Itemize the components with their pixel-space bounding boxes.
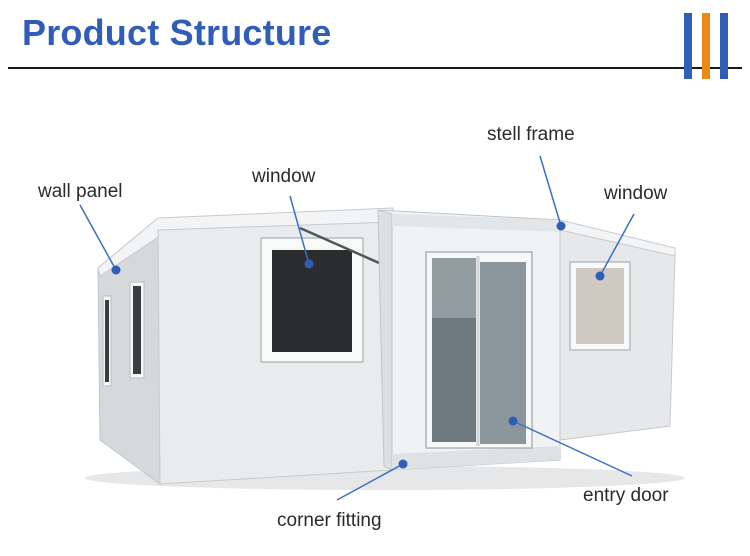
right-window-glass xyxy=(576,268,624,344)
pointer-line-corner-fitting xyxy=(336,463,404,501)
door-glass-right xyxy=(480,262,526,444)
pointer-line-wall-panel xyxy=(79,204,117,271)
pointer-line-window-left xyxy=(289,195,310,265)
label-wall-panel: wall panel xyxy=(38,181,123,202)
pointer-dot-stell-frame xyxy=(556,221,566,231)
accent-bar xyxy=(684,13,692,79)
window-strut xyxy=(299,226,387,268)
end-window-glass xyxy=(105,300,109,382)
door-glass-reflection xyxy=(432,258,476,318)
center-top-beam xyxy=(392,214,560,232)
end-window-glass xyxy=(133,286,141,374)
label-entry-door: entry door xyxy=(583,485,669,506)
label-stell-frame: stell frame xyxy=(487,124,575,145)
label-window-left: window xyxy=(252,166,316,187)
title-divider xyxy=(8,67,742,69)
callout-pointers xyxy=(79,155,635,501)
pointer-line-stell-frame xyxy=(539,155,562,227)
pointer-line-window-right xyxy=(599,213,635,277)
pointer-dot-corner-fitting xyxy=(398,459,408,469)
label-window-right: window xyxy=(604,183,668,204)
pointer-dot-window-right xyxy=(595,271,605,281)
accent-bar xyxy=(702,13,710,79)
pointer-line-entry-door xyxy=(512,420,633,477)
accent-bar xyxy=(720,13,728,79)
page-title: Product Structure xyxy=(22,12,332,53)
pointer-dot-window-left xyxy=(304,259,314,269)
accent-bars xyxy=(684,13,734,79)
center-bottom-beam xyxy=(392,446,560,470)
pointer-dot-wall-panel xyxy=(111,265,121,275)
pointer-dot-entry-door xyxy=(508,416,518,426)
label-corner-fitting: corner fitting xyxy=(277,510,382,531)
